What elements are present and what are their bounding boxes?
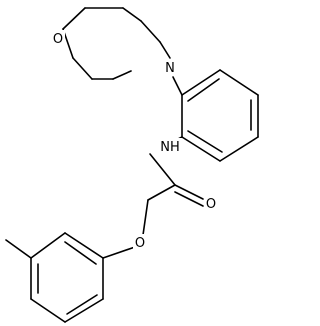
bond (122, 7, 142, 22)
amide-nh-label: NH (160, 140, 180, 155)
bond (172, 76, 183, 96)
carbonyl-oxygen-label: O (206, 197, 216, 212)
bond (5, 239, 32, 259)
bond (159, 41, 171, 59)
bond (64, 232, 104, 259)
bond (72, 57, 93, 80)
bond (174, 184, 204, 200)
bond (140, 20, 161, 43)
bond (181, 136, 221, 162)
morpholine-oxygen-label: O (53, 32, 63, 47)
bond (30, 232, 66, 259)
bond (142, 199, 149, 236)
morpholine-nitrogen-label: N (165, 61, 175, 76)
bond (30, 298, 66, 323)
bond (62, 7, 86, 30)
bond (181, 69, 221, 96)
bond (147, 184, 176, 201)
bond (174, 191, 204, 207)
bond (219, 69, 259, 96)
bond (112, 70, 132, 80)
bond (64, 241, 97, 265)
bond (149, 153, 176, 186)
bond (64, 298, 104, 323)
bond (102, 246, 136, 259)
bond (219, 136, 259, 162)
structure-diagram: O N NH O O (5, 7, 259, 323)
bond (66, 294, 98, 315)
bond-lines (5, 7, 259, 323)
bond (187, 130, 223, 153)
atom-labels: O N NH O O (51, 30, 218, 251)
ether-oxygen-label: O (135, 236, 145, 251)
bond (187, 78, 220, 102)
